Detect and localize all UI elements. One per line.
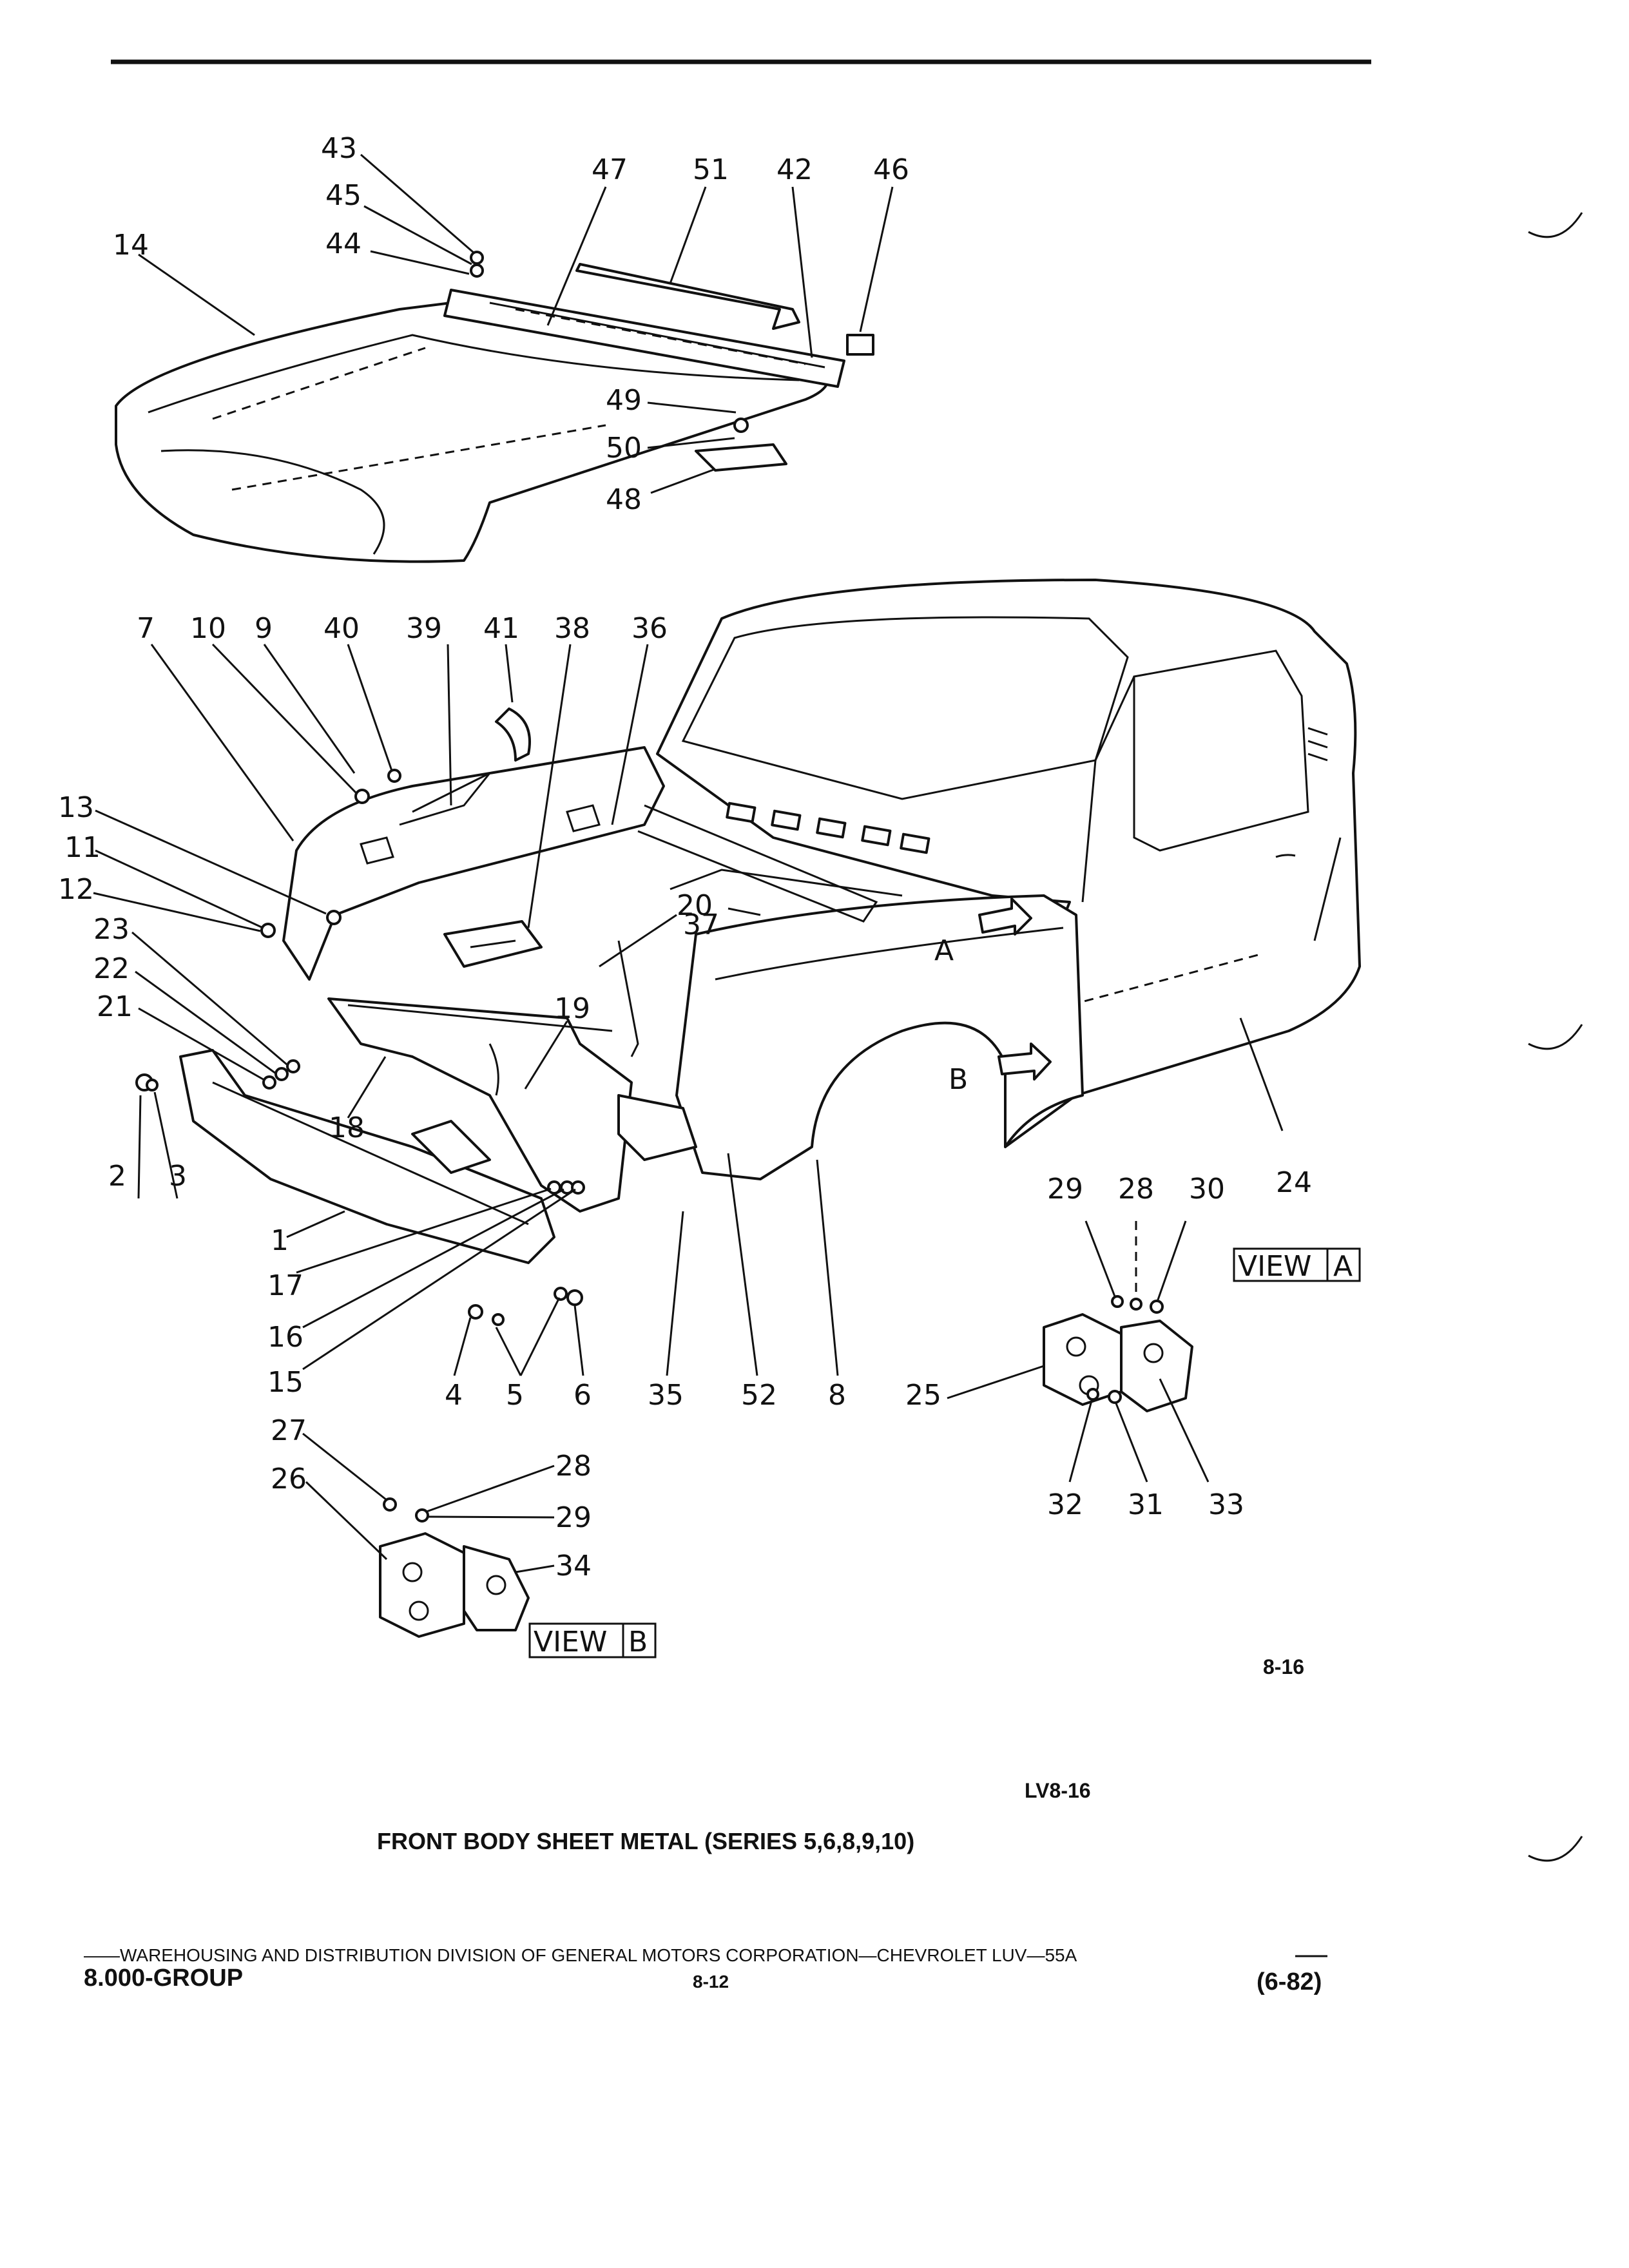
view-b-word: VIEW [534, 1626, 607, 1658]
callout-30: 30 [1189, 1173, 1225, 1206]
callout-11: 11 [64, 831, 101, 864]
callout-31: 31 [1128, 1488, 1164, 1521]
leader-lines [93, 153, 1284, 1573]
callout-52: 52 [741, 1379, 777, 1412]
diagram-title: FRONT BODY SHEET METAL (SERIES 5,6,8,9,1… [377, 1828, 914, 1854]
callout-18: 18 [329, 1111, 365, 1144]
callout-1: 1 [271, 1224, 289, 1257]
callout-17: 17 [267, 1269, 304, 1302]
figure-number: 8-16 [1263, 1655, 1304, 1678]
callout-16: 16 [267, 1321, 304, 1354]
callout-9: 9 [255, 612, 273, 645]
callout-39: 39 [406, 612, 442, 645]
callout-36: 36 [631, 612, 668, 645]
callout-46: 46 [873, 153, 909, 186]
arrow-label-a: A [934, 934, 954, 967]
callout-12: 12 [58, 873, 94, 906]
callout-45: 45 [325, 179, 361, 212]
callout-28: 28 [1118, 1173, 1154, 1206]
binding-mark [1528, 1836, 1583, 1862]
callout-14: 14 [113, 229, 149, 262]
callout-25: 25 [905, 1379, 941, 1412]
callout-27: 27 [271, 1414, 307, 1447]
view-b-letter: B [628, 1626, 648, 1658]
footer-date: (6-82) [1257, 1968, 1322, 1995]
callout-41: 41 [483, 612, 519, 645]
callout-24: 24 [1276, 1166, 1312, 1199]
view-a-letter: A [1333, 1250, 1353, 1283]
footer-publisher: ——WAREHOUSING AND DISTRIBUTION DIVISION … [84, 1945, 1077, 1965]
view-b-hinge [379, 1497, 530, 1638]
footer-group: 8.000-GROUP [84, 1965, 243, 1992]
callout-48: 48 [606, 483, 642, 516]
callout-3: 3 [169, 1160, 187, 1193]
callout-21: 21 [97, 990, 133, 1023]
callout-42: 42 [776, 153, 813, 186]
callout-19: 19 [554, 992, 590, 1025]
callout-32: 32 [1047, 1488, 1083, 1521]
callout-4: 4 [445, 1379, 463, 1412]
callout-5: 5 [506, 1379, 524, 1412]
callout-29: 29 [1047, 1173, 1083, 1206]
callout-34: 34 [555, 1550, 592, 1582]
callout-2: 2 [108, 1160, 126, 1193]
callout-40: 40 [323, 612, 360, 645]
callout-49: 49 [606, 384, 642, 417]
callout-7: 7 [137, 612, 155, 645]
callout-33: 33 [1208, 1488, 1244, 1521]
footer-page: 8-12 [693, 1972, 729, 1992]
callout-44: 44 [325, 227, 361, 260]
callout-23: 23 [93, 913, 130, 946]
callout-43: 43 [321, 132, 357, 165]
binding-mark [1528, 212, 1583, 238]
callout-6: 6 [574, 1379, 592, 1412]
figure-code: LV8-16 [1025, 1779, 1091, 1802]
callout-22: 22 [93, 952, 130, 985]
callout-50: 50 [606, 432, 642, 465]
callout-38: 38 [554, 612, 590, 645]
callout-29-view-b: 29 [555, 1501, 592, 1534]
callout-37: 37 [683, 908, 719, 941]
callout-28-view-b: 28 [555, 1450, 592, 1483]
callout-15: 15 [267, 1366, 304, 1399]
hood-assembly [115, 251, 874, 563]
cab-and-front-body [135, 579, 1361, 1326]
callout-8: 8 [828, 1379, 846, 1412]
view-a-hinge [1043, 1295, 1193, 1412]
binding-mark [1528, 1024, 1583, 1050]
callout-10: 10 [190, 612, 226, 645]
callout-13: 13 [58, 791, 94, 824]
view-a-word: VIEW [1238, 1250, 1311, 1283]
callout-51: 51 [693, 153, 729, 186]
callout-35: 35 [648, 1379, 684, 1412]
view-b-label: VIEW B [528, 1622, 657, 1658]
arrow-label-b: B [949, 1063, 968, 1096]
callout-labels: 14 43 45 44 47 51 42 46 49 50 48 7 10 9 … [58, 132, 1312, 1582]
callout-26: 26 [271, 1463, 307, 1495]
callout-20: 20 [677, 889, 713, 922]
view-a-label: VIEW A [1233, 1247, 1361, 1283]
callout-47: 47 [592, 153, 628, 186]
